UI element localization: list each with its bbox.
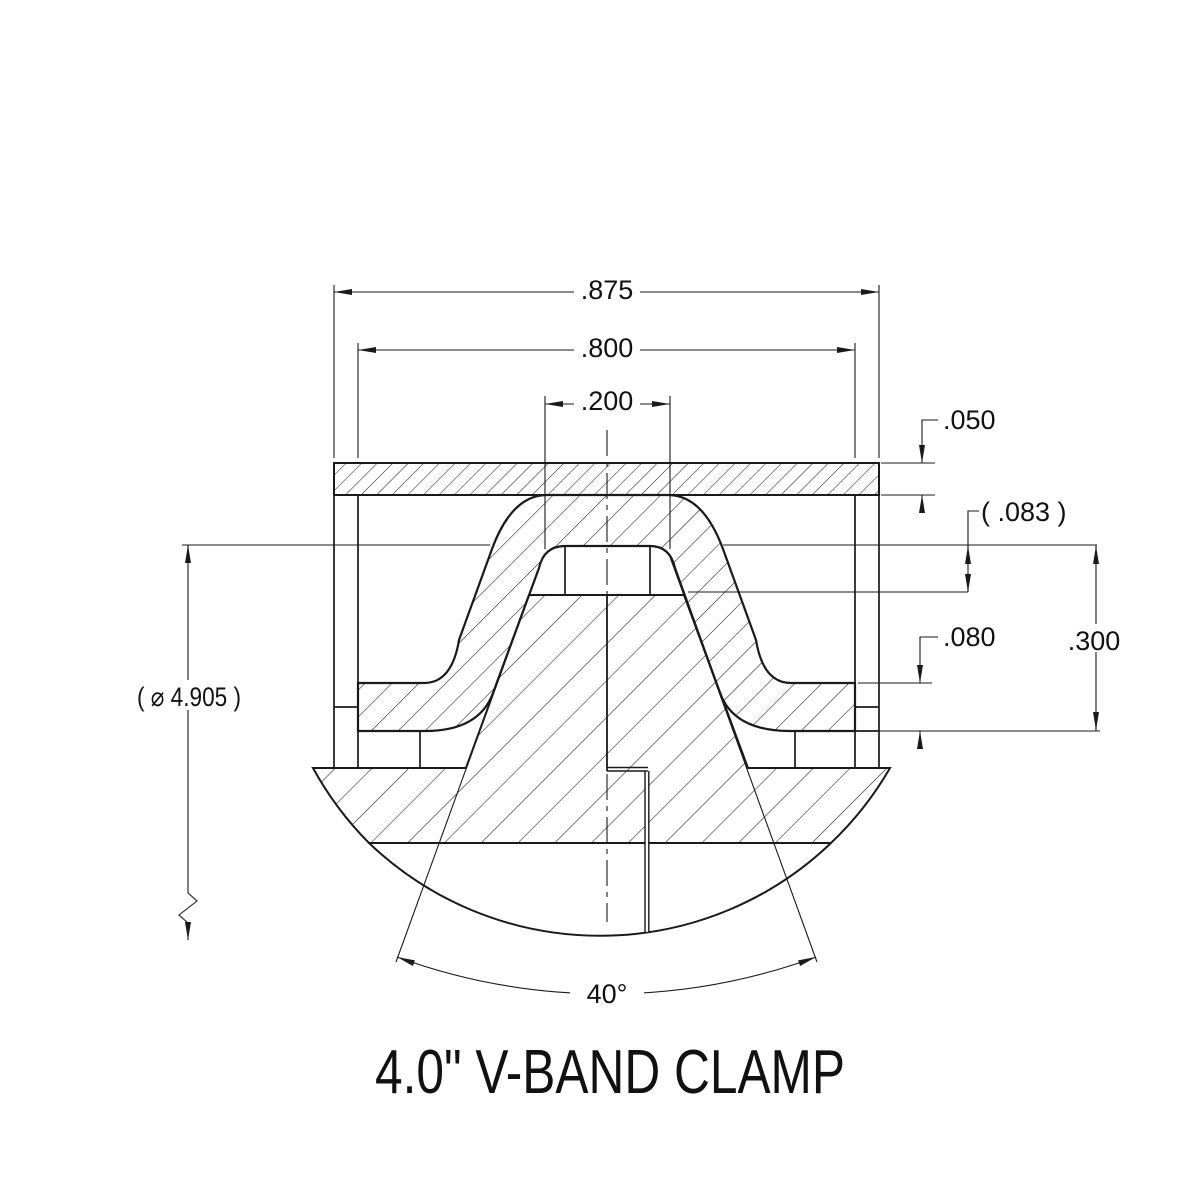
dimension-foot-thickness [858,636,938,749]
dim-800-bg [574,330,640,358]
dim-40-label: 40° [587,979,628,1009]
dim-40-bg [570,974,644,1008]
dim-200-label: .200 [581,386,634,416]
flange-outer-arc [368,842,832,937]
dimension-inner-diameter [178,545,198,940]
dim-300-label: .300 [1068,626,1121,656]
dim-300-bg [1061,624,1131,652]
vee-face-extension-lines [395,556,818,963]
dim-875-bg [574,272,640,300]
flange-section [311,594,892,937]
side-columns [333,495,880,768]
dim-200-bg [574,384,640,411]
dim-800-label: .800 [581,333,634,363]
dimension-band-thickness [881,419,938,513]
dim-083-label: ( .083 ) [981,497,1067,527]
dimension-channel-depth [182,544,1100,732]
drawing-title: 4.0" V-BAND CLAMP [375,1038,845,1107]
dim-050-label: .050 [943,405,996,435]
dim-080-label: .080 [943,622,996,652]
dim-diameter-bg [134,680,244,710]
dim-diameter-label: ( ⌀ 4.905 ) [137,682,241,712]
dim-875-label: .875 [581,275,634,305]
dimension-channel-gap [688,510,979,593]
